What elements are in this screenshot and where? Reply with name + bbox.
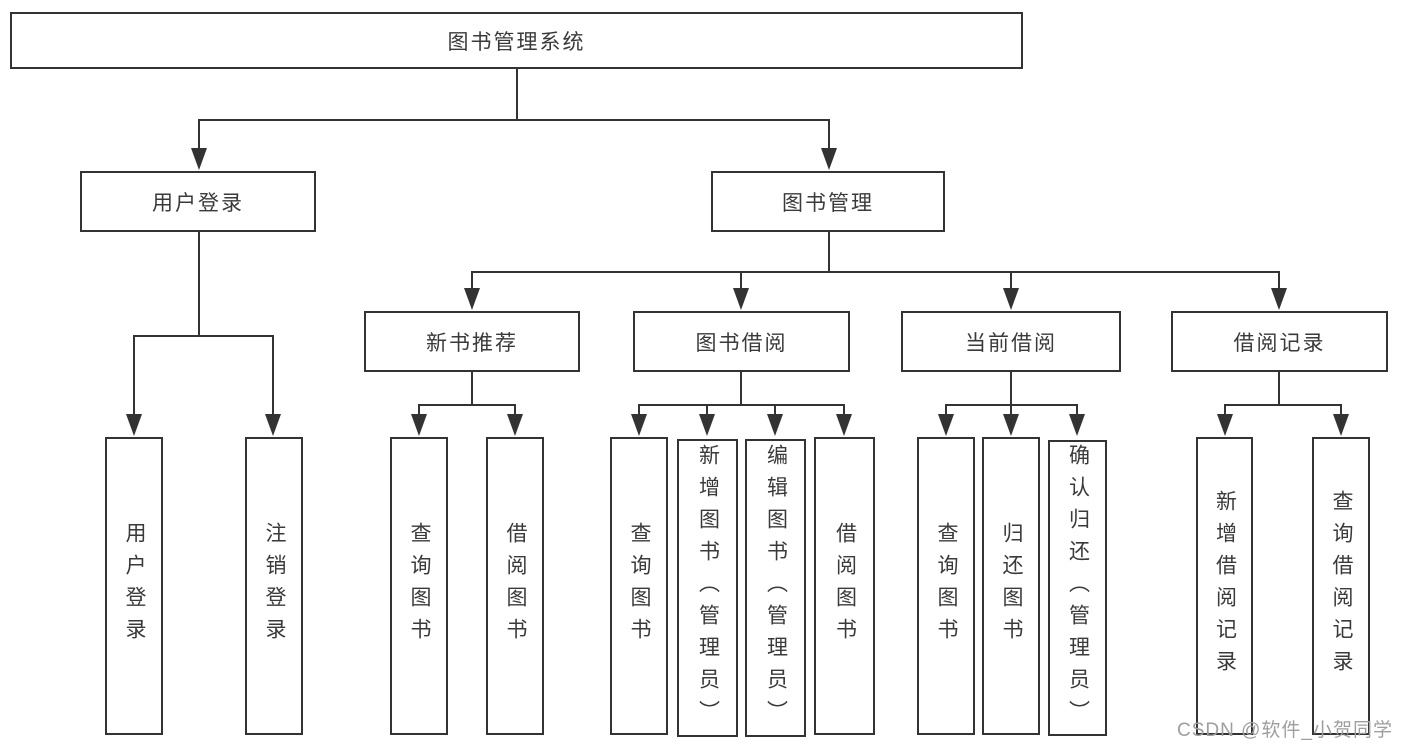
leaf-logout: 注销登录	[245, 437, 303, 735]
arrowhead-cur-confirm	[1069, 414, 1085, 436]
arrowhead-bor-edit	[767, 414, 783, 436]
arrowhead-cur-return	[1003, 414, 1019, 436]
leaf-user-login: 用户登录	[105, 437, 163, 735]
arrowhead-borrow	[733, 288, 749, 310]
arrowhead-bor-query	[631, 414, 647, 436]
arrowhead-rec-query	[411, 414, 427, 436]
leaf-records-add-record: 新增借阅记录	[1196, 437, 1253, 735]
arrowhead-leaf-login	[126, 414, 142, 436]
node-user-login: 用户登录	[80, 171, 316, 232]
arrowhead-user-login	[191, 148, 207, 170]
arrowhead-cur-query	[938, 414, 954, 436]
node-borrow-records: 借阅记录	[1171, 311, 1388, 372]
arrowhead-bor-borrow	[836, 414, 852, 436]
arrowhead-book-management	[821, 148, 837, 170]
arrowhead-records	[1271, 288, 1287, 310]
leaf-current-query-books: 查询图书	[917, 437, 975, 735]
arrowhead-recommend	[464, 288, 480, 310]
node-book-borrow: 图书借阅	[633, 311, 850, 372]
leaf-current-return-books: 归还图书	[982, 437, 1040, 735]
arrowhead-leaf-logout	[265, 414, 281, 436]
leaf-borrow-query-books: 查询图书	[610, 437, 668, 735]
node-current-borrow: 当前借阅	[901, 311, 1121, 372]
leaf-recommend-borrow-books: 借阅图书	[486, 437, 544, 735]
arrowhead-bor-add	[699, 414, 715, 436]
leaf-recommend-query-books: 查询图书	[390, 437, 448, 735]
node-root: 图书管理系统	[10, 12, 1023, 69]
leaf-current-confirm-return-admin: 确认归还（管理员）	[1048, 440, 1107, 736]
leaf-borrow-edit-books-admin: 编辑图书（管理员）	[745, 439, 806, 737]
csdn-watermark: CSDN @软件_小贺同学	[1177, 720, 1393, 741]
arrowhead-rec-borrow	[507, 414, 523, 436]
arrowhead-current	[1003, 288, 1019, 310]
leaf-records-query-record: 查询借阅记录	[1312, 437, 1370, 735]
leaf-borrow-borrow-books: 借阅图书	[814, 437, 875, 735]
arrowhead-recd-add	[1217, 414, 1233, 436]
node-new-book-recommend: 新书推荐	[364, 311, 580, 372]
leaf-borrow-add-books-admin: 新增图书（管理员）	[677, 439, 738, 737]
node-book-management: 图书管理	[711, 171, 945, 232]
arrowhead-recd-query	[1333, 414, 1349, 436]
